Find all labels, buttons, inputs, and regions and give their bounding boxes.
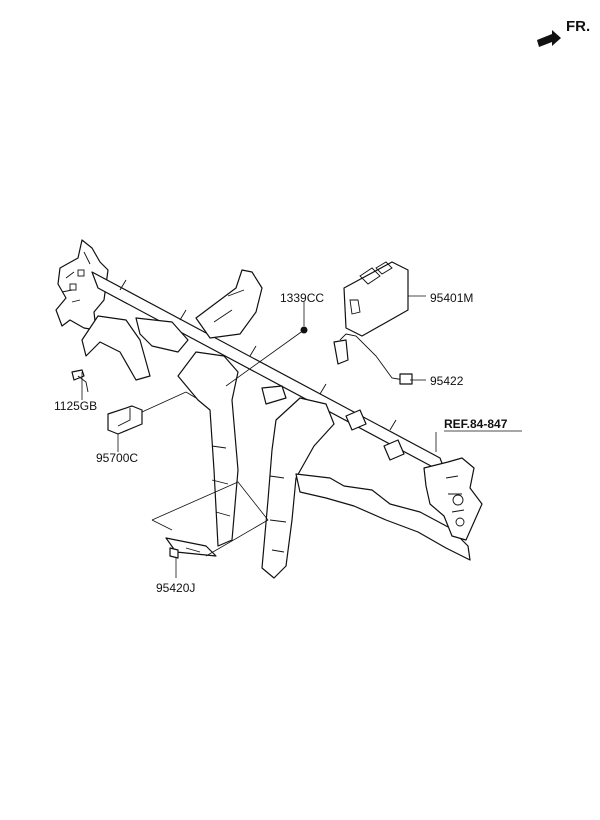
upper-center-bracket [195,269,263,339]
steering-support-bracket [135,317,189,353]
center-stay-right [261,397,335,579]
sensor-95422 [333,333,413,385]
bracket-95700c [107,405,143,435]
part-label-95420j: 95420J [156,581,195,595]
tube-clip-1 [261,385,287,405]
tube-clip-2 [345,409,367,431]
center-stay-left [177,351,239,547]
leader-lines [81,295,437,578]
part-label-95422: 95422 [430,374,464,388]
clip-95420j [165,537,217,559]
control-module-95401m [343,261,409,337]
front-direction-indicator: FR. [537,18,590,47]
forward-arrow-icon [537,30,561,47]
part-label-95700c: 95700C [96,451,138,465]
left-lower-hanger [81,315,151,381]
cowl-cross-bar-assembly [55,239,483,579]
part-label-1125gb: 1125GB [54,399,97,413]
reference-callout[interactable]: REF.84-847 [444,417,522,432]
part-label-95401m: 95401M [430,291,473,305]
bolt-1125gb [71,369,89,393]
fr-label: FR. [566,18,590,35]
tube-clip-3 [383,439,405,461]
part-label-1339cc: 1339CC [280,291,324,305]
lower-support-rail [295,473,471,561]
module-body [343,261,409,337]
reference-label[interactable]: REF.84-847 [444,417,508,431]
